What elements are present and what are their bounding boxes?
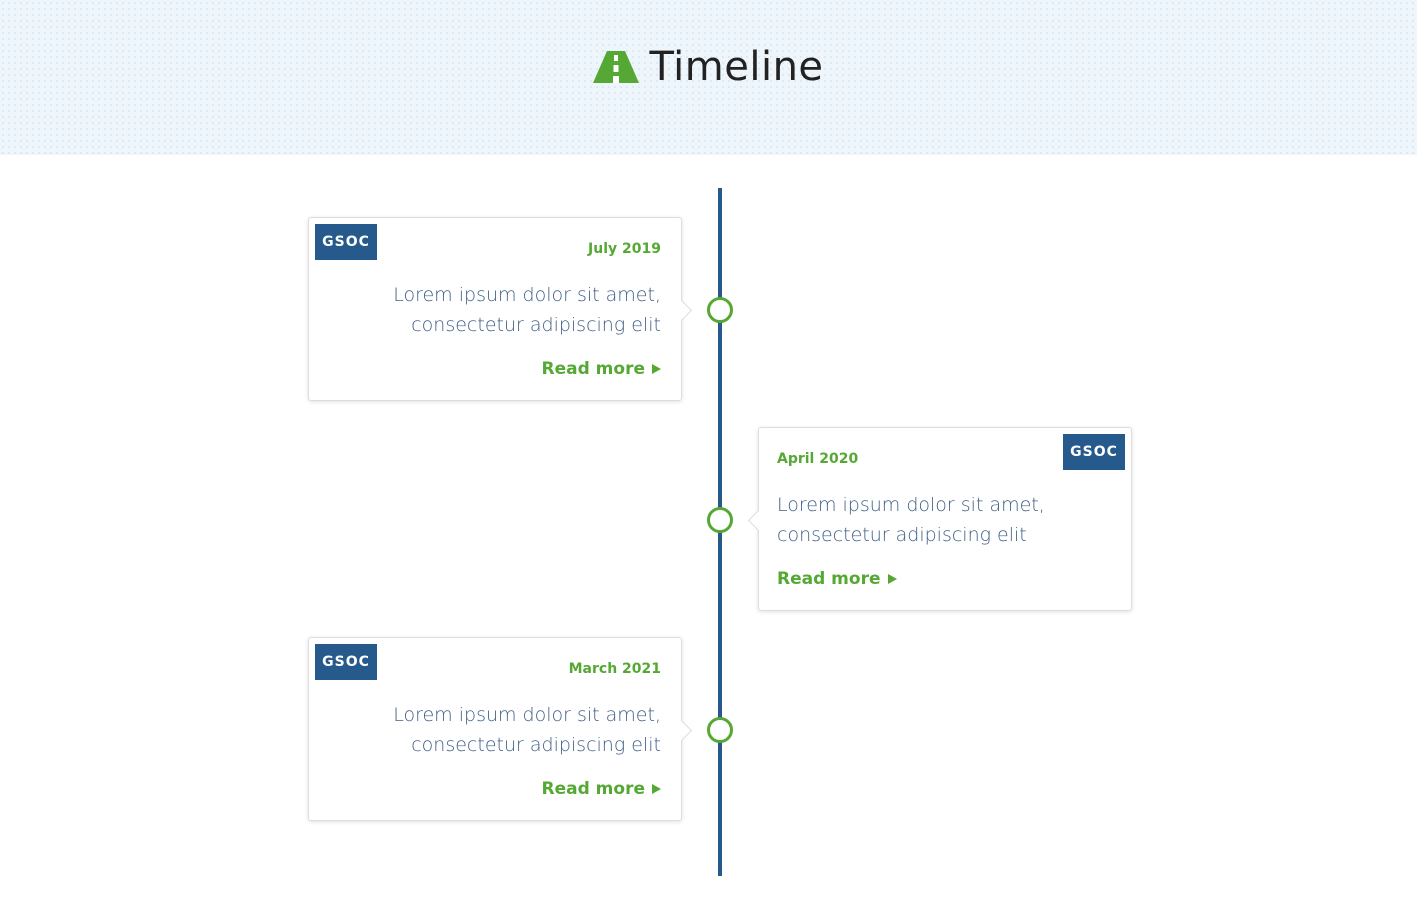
timeline-node bbox=[707, 717, 733, 743]
timeline-card: GSOC April 2020 Lorem ipsum dolor sit am… bbox=[747, 427, 1132, 611]
play-arrow-icon bbox=[652, 784, 661, 794]
timeline-card: GSOC July 2019 Lorem ipsum dolor sit ame… bbox=[308, 217, 693, 401]
page-header: Timeline bbox=[0, 0, 1417, 155]
read-more-link[interactable]: Read more bbox=[541, 779, 661, 799]
event-badge: GSOC bbox=[1063, 434, 1125, 470]
event-description: Lorem ipsum dolor sit amet, consectetur … bbox=[777, 494, 1045, 546]
event-date: April 2020 bbox=[777, 451, 859, 467]
event-date: July 2019 bbox=[588, 241, 661, 257]
read-more-link[interactable]: Read more bbox=[777, 569, 897, 589]
card-pointer bbox=[670, 719, 693, 742]
read-more-label: Read more bbox=[541, 779, 646, 799]
card-pointer bbox=[747, 509, 770, 532]
timeline-node bbox=[707, 297, 733, 323]
play-arrow-icon bbox=[652, 364, 661, 374]
card-pointer bbox=[670, 299, 693, 322]
read-more-label: Read more bbox=[541, 359, 646, 379]
timeline-card: GSOC March 2021 Lorem ipsum dolor sit am… bbox=[308, 637, 693, 821]
event-badge: GSOC bbox=[315, 224, 377, 260]
timeline-node bbox=[707, 507, 733, 533]
read-more-label: Read more bbox=[777, 569, 881, 589]
event-description: Lorem ipsum dolor sit amet, consectetur … bbox=[393, 284, 661, 336]
header-title-row: Timeline bbox=[0, 44, 1417, 90]
event-date: March 2021 bbox=[568, 661, 661, 677]
play-arrow-icon bbox=[887, 574, 897, 584]
road-icon bbox=[593, 51, 640, 83]
page-title: Timeline bbox=[649, 44, 824, 90]
event-description: Lorem ipsum dolor sit amet, consectetur … bbox=[393, 704, 661, 756]
read-more-link[interactable]: Read more bbox=[541, 359, 661, 379]
event-badge: GSOC bbox=[315, 644, 377, 680]
